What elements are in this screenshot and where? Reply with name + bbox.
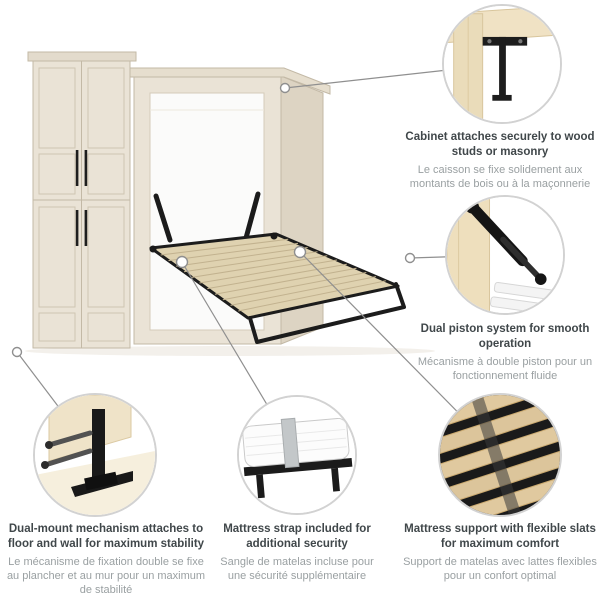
callout-subtitle: Support de matelas avec lattes flexibles… xyxy=(403,555,597,583)
anchor-dot xyxy=(293,245,307,259)
piston-detail-illustration xyxy=(447,197,563,313)
callout-subtitle: Sangle de matelas incluse pour une sécur… xyxy=(220,555,374,583)
callout-bubble-dual-piston xyxy=(445,195,565,315)
slat-support-detail-illustration xyxy=(440,395,560,515)
callout-subtitle: Le mécanisme de fixation double se fixe … xyxy=(6,555,206,597)
callout-dual-piston: Dual piston system for smooth operation … xyxy=(410,322,600,383)
callout-mattress-strap: Mattress strap included for additional s… xyxy=(211,522,383,583)
cabinet-bracket-detail-illustration xyxy=(444,6,560,122)
callout-title: Dual-mount mechanism attaches to floor a… xyxy=(7,523,205,550)
callout-title: Dual piston system for smooth operation xyxy=(420,323,590,350)
callout-title: Cabinet attaches securely to wood studs … xyxy=(405,131,595,158)
dual-mount-detail-illustration xyxy=(35,395,155,515)
right-piston xyxy=(243,191,261,241)
callout-dual-mount: Dual-mount mechanism attaches to floor a… xyxy=(2,522,210,598)
callout-title: Mattress strap included for additional s… xyxy=(223,523,371,550)
callout-cabinet-attachment: Cabinet attaches securely to wood studs … xyxy=(398,130,600,191)
bed-platform xyxy=(149,232,406,344)
callout-subtitle: Le caisson se fixe solidement aux montan… xyxy=(409,163,591,191)
anchor-dots xyxy=(11,82,416,358)
left-piston xyxy=(153,193,173,243)
callout-slat-support: Mattress support with flexible slats for… xyxy=(398,522,600,583)
mattress-strap-detail-illustration xyxy=(239,397,355,513)
callout-bubble-dual-mount xyxy=(33,393,157,517)
cabinet-door-handles xyxy=(75,150,88,246)
anchor-dot xyxy=(279,82,291,94)
callout-subtitle: Mécanisme à double piston pour un foncti… xyxy=(417,355,593,383)
callout-title: Mattress support with flexible slats for… xyxy=(404,523,596,550)
callout-bubble-mattress-strap xyxy=(237,395,357,515)
bed-slats xyxy=(160,238,386,312)
anchor-dot xyxy=(404,252,416,264)
anchor-dot xyxy=(175,255,189,269)
bed-foot-bar xyxy=(248,282,406,344)
callout-bubble-cabinet-attachment xyxy=(442,4,562,124)
anchor-dot xyxy=(11,346,23,358)
callout-bubble-slat-support xyxy=(438,393,562,517)
wardrobe-cabinet xyxy=(27,51,137,349)
